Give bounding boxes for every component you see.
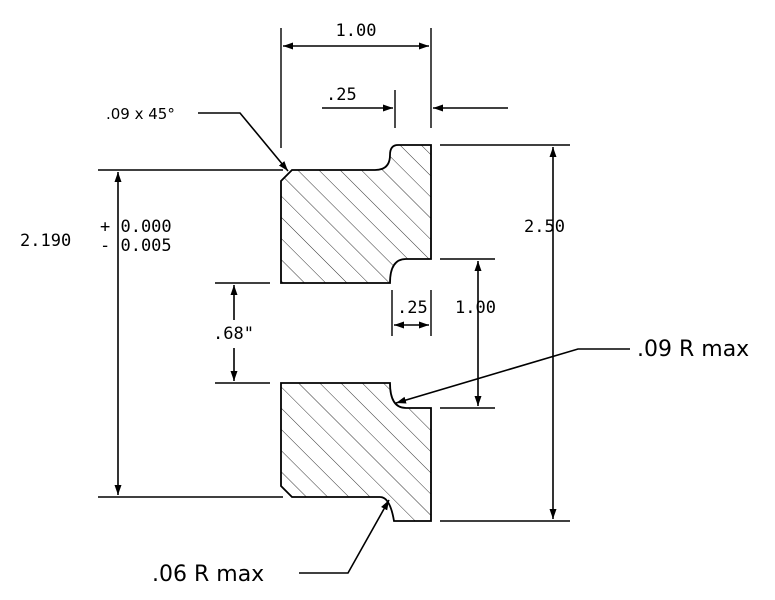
label-step-width-mid: .25 bbox=[397, 298, 428, 318]
leader-lines bbox=[198, 112, 630, 574]
extension-lines bbox=[98, 28, 570, 522]
label-radius-lower: .06 R max bbox=[152, 562, 264, 587]
lower-section bbox=[280, 382, 432, 522]
dimension-lines bbox=[114, 42, 557, 519]
upper-section bbox=[280, 144, 432, 284]
label-overall-height: 2.190 bbox=[20, 231, 71, 251]
label-top-width: 1.00 bbox=[336, 21, 377, 41]
label-chamfer: .09 x 45° bbox=[106, 105, 175, 123]
label-flange-height: 2.50 bbox=[524, 217, 565, 237]
label-gap: .68" bbox=[213, 324, 254, 344]
label-tolerance-minus: - 0.005 bbox=[100, 236, 172, 256]
label-bore-height: 1.00 bbox=[455, 298, 496, 318]
label-step-width-top: .25 bbox=[326, 85, 357, 105]
label-radius-upper: .09 R max bbox=[637, 337, 749, 362]
leader-chamfer bbox=[198, 112, 289, 172]
label-tolerance-plus: + 0.000 bbox=[100, 217, 172, 237]
leader-radius-lower bbox=[299, 499, 390, 574]
leader-radius-upper bbox=[395, 348, 630, 404]
